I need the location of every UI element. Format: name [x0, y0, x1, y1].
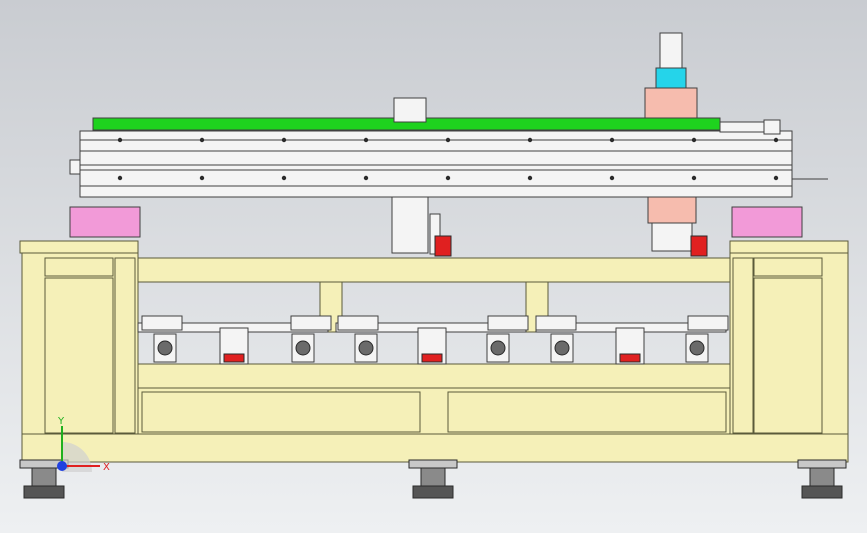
roller-end-block: [290, 315, 332, 331]
x-axis-label: X: [103, 462, 110, 473]
beam-bolt: [609, 175, 615, 181]
y-axis-label: Y: [57, 416, 65, 427]
roller-drive-clamp: [223, 353, 245, 363]
salmon-head: [644, 87, 698, 119]
beam-bolt: [363, 175, 369, 181]
right-clamp: [690, 235, 708, 257]
roller-bearing-hub: [358, 340, 374, 356]
beam-bolt: [199, 137, 205, 143]
roller-end-block: [535, 315, 577, 331]
right-drive-motor: [731, 206, 803, 238]
beam-bolt: [773, 137, 779, 143]
carriages: [69, 32, 803, 257]
beam-bolt: [281, 137, 287, 143]
caster-body: [420, 467, 446, 487]
lower-panel-left: [141, 391, 421, 433]
right-leg-strip: [753, 257, 823, 277]
beam-bolt: [445, 137, 451, 143]
beam-bolt: [281, 175, 287, 181]
roller-drive-clamp: [421, 353, 443, 363]
center-clamp: [434, 235, 452, 257]
casters: [19, 459, 847, 499]
roller-bearing-hub: [490, 340, 506, 356]
gantry-beam: [69, 117, 828, 198]
roller-bearing-hub: [157, 340, 173, 356]
roller-bearing-hub: [689, 340, 705, 356]
beam-bolt: [691, 137, 697, 143]
left-leg-post: [114, 257, 136, 434]
salmon-lower-block: [647, 196, 697, 224]
beam-bolt: [445, 175, 451, 181]
roller-end-block: [337, 315, 379, 331]
beam-bolt: [691, 175, 697, 181]
z-cylinder: [659, 32, 683, 69]
right-leg-panel: [753, 277, 823, 434]
roller-end-block: [687, 315, 729, 331]
caster-foot: [412, 485, 454, 499]
coordinate-triad-icon: Y X: [57, 416, 110, 473]
mid-crossbeam: [137, 363, 731, 389]
right-top-plate: [729, 240, 849, 254]
beam-body: [79, 130, 793, 198]
roller-bearing-hub: [295, 340, 311, 356]
caster-mount: [797, 459, 847, 469]
lower-tool-plate: [651, 222, 693, 252]
roller-assembly: [137, 315, 729, 365]
left-top-plate: [19, 240, 139, 254]
center-top-plate: [393, 97, 427, 123]
left-leg-strip: [44, 257, 114, 277]
caster-foot: [23, 485, 65, 499]
caster-foot: [801, 485, 843, 499]
caster-body: [31, 467, 57, 487]
beam-bolt: [527, 137, 533, 143]
caster-mount: [408, 459, 458, 469]
upper-crossbeam: [137, 257, 731, 283]
limit-sensor: [763, 119, 781, 135]
right-leg-post: [732, 257, 754, 434]
bottom-crossbeam: [21, 433, 849, 463]
center-carriage-plate: [391, 196, 429, 254]
beam-bolt: [773, 175, 779, 181]
left-drive-motor: [69, 206, 141, 238]
beam-bolt: [199, 175, 205, 181]
roller-end-block: [141, 315, 183, 331]
beam-bolt: [117, 175, 123, 181]
roller-drive-clamp: [619, 353, 641, 363]
left-leg-panel: [44, 277, 114, 434]
roller-bearing-hub: [554, 340, 570, 356]
lower-panel-right: [447, 391, 727, 433]
roller-end-block: [487, 315, 529, 331]
cyan-head: [655, 67, 687, 91]
base-frame: [19, 240, 849, 463]
beam-bolt: [117, 137, 123, 143]
caster-body: [809, 467, 835, 487]
beam-end-cap: [69, 159, 81, 175]
beam-bolt: [527, 175, 533, 181]
beam-bolt: [609, 137, 615, 143]
beam-bolt: [363, 137, 369, 143]
